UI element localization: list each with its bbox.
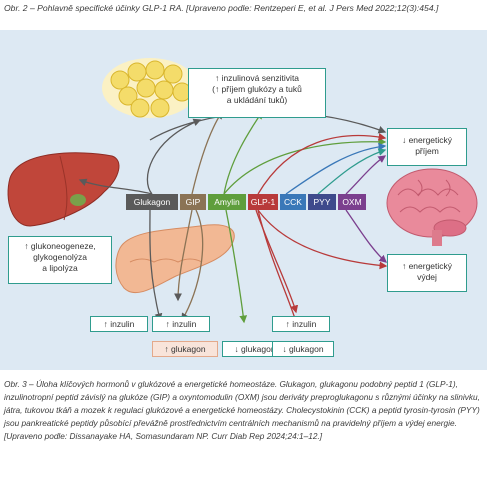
insulin-box-2: ↑ inzulin xyxy=(152,316,210,332)
insulin-box-3: ↑ inzulin xyxy=(272,316,330,332)
energy-expenditure-box: ↑ energetický výdej xyxy=(387,254,467,292)
insulin-sensitivity-box: ↑ inzulinová senzitivita (↑ příjem glukó… xyxy=(188,68,326,118)
hormone-effect-arrows xyxy=(78,110,388,330)
figure-caption-top: Obr. 2 – Pohlavně specifické účinky GLP-… xyxy=(4,3,439,13)
glucagon-down-box-2: ↓ glukagon xyxy=(272,341,334,357)
brain-illustration xyxy=(386,168,478,246)
adipose-tissue-illustration xyxy=(102,58,198,118)
hormone-cck: CCK xyxy=(280,194,306,210)
figure-caption-bottom: Obr. 3 – Úloha klíčových hormonů v glukó… xyxy=(4,379,480,441)
energy-intake-box: ↓ energetický příjem xyxy=(387,128,467,166)
glucagon-up-box: ↑ glukagon xyxy=(152,341,218,357)
hormone-gip: GIP xyxy=(180,194,206,210)
hormone-oxm: OXM xyxy=(338,194,366,210)
liver-illustration xyxy=(7,152,120,227)
hormone-pyy: PYY xyxy=(308,194,336,210)
insulin-box-1: ↑ inzulin xyxy=(90,316,148,332)
hormone-amylin: Amylin xyxy=(208,194,246,210)
pancreas-illustration xyxy=(115,224,235,294)
hormone-glp1: GLP-1 xyxy=(248,194,278,210)
hormone-glukagon: Glukagon xyxy=(126,194,178,210)
glucagon-down-box-1: ↓ glukagon xyxy=(222,341,288,357)
liver-effects-box: ↑ glukoneogeneze, glykogenolýza a lipolý… xyxy=(8,236,112,284)
